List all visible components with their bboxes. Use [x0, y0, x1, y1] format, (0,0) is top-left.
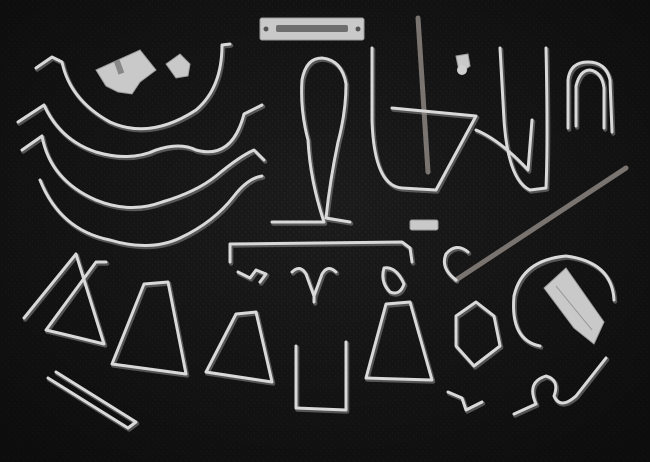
wrapped-plate-bracket [543, 267, 605, 345]
small-curved-plate [409, 219, 439, 231]
diagonal-double-wire [46, 370, 140, 432]
long-bar-wire [228, 240, 416, 266]
butterfly-clip [290, 267, 340, 306]
keyhole-clip [455, 53, 471, 75]
curved-wire-top [34, 42, 234, 133]
trapezoid-wire-1 [110, 280, 190, 378]
curved-wire-bottom [38, 174, 266, 250]
stamped-bracket-plate [95, 49, 157, 95]
small-tab-clip [165, 53, 191, 79]
triangle-wire-left [22, 252, 110, 348]
trapezoid-wire-3 [364, 300, 436, 384]
teardrop-loop-clip [381, 266, 408, 297]
curved-wire-middle [16, 103, 266, 161]
u-staple-pair [566, 60, 616, 136]
horseshoe-wire [512, 254, 618, 350]
rectangular-wire-frame [370, 46, 480, 194]
rod-vertical-top [415, 15, 431, 175]
slotted-strip-plate [259, 17, 365, 41]
curved-wire-lower [20, 134, 268, 212]
tilted-wire-frame [474, 46, 551, 194]
long-rod-with-hook [442, 165, 629, 284]
pentagon-loop-wire [454, 300, 504, 370]
s-hook-wire [512, 356, 610, 418]
tall-loop-form [270, 56, 354, 226]
tall-bracket-wire [294, 340, 350, 414]
trapezoid-wire-2 [204, 310, 276, 386]
z-step-clip [446, 390, 486, 414]
small-twist-clip-left [236, 268, 270, 286]
